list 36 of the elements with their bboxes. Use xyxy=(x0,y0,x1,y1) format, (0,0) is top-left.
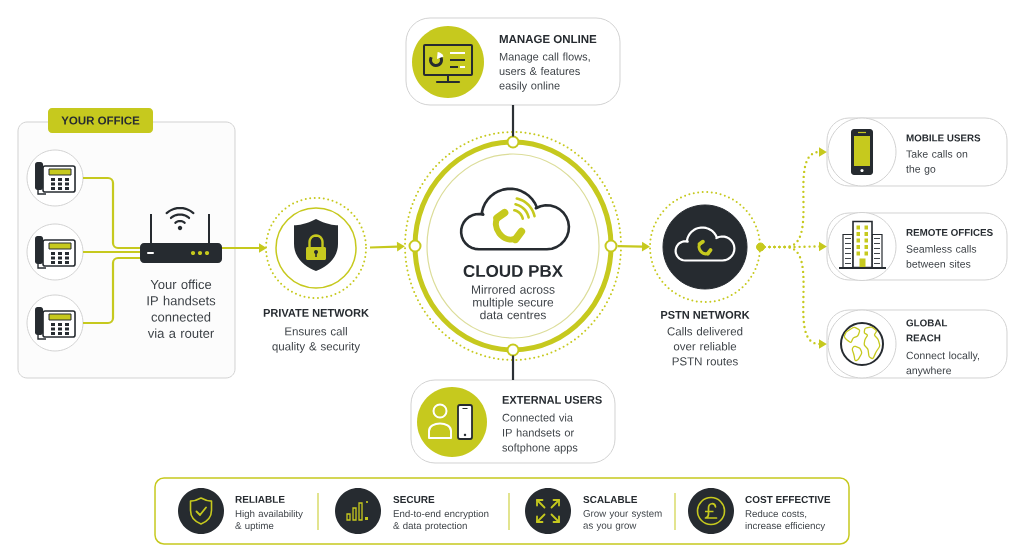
node-heading: PSTN NETWORK xyxy=(661,311,750,319)
node-heading: PRIVATE NETWORK xyxy=(263,309,369,317)
card-text: Connected via IP handsets or softphone apps xyxy=(502,413,578,454)
info-card xyxy=(826,212,1008,281)
card-text: Seamless calls between sites xyxy=(906,245,977,268)
card-text: Connect locally, anywhere xyxy=(906,351,979,377)
card-heading: REMOTE OFFICES xyxy=(906,229,993,236)
info-card xyxy=(826,117,1008,187)
card-heading: EXTERNAL USERS xyxy=(502,396,602,404)
info-card xyxy=(826,309,1008,379)
node-description: Ensures call quality & security xyxy=(272,327,361,353)
connector-line xyxy=(83,250,140,254)
card-text: Take calls on the go xyxy=(906,150,968,175)
connector-line xyxy=(83,176,140,250)
connector-line xyxy=(83,256,140,325)
connector-line xyxy=(511,105,515,137)
info-card xyxy=(410,379,616,464)
heading-tab: YOUR OFFICE xyxy=(48,108,153,133)
connector-line xyxy=(511,355,515,380)
benefit-heading: COST EFFECTIVE xyxy=(745,496,831,504)
card-heading: MOBILE USERS xyxy=(906,134,981,142)
node-label: Your office IP handsets connected via a router xyxy=(147,279,216,338)
node-description: Calls delivered over reliable PSTN routes xyxy=(667,327,743,366)
card-text: Manage call flows, users & features easily online xyxy=(499,52,590,92)
benefit-heading: SCALABLE xyxy=(583,496,638,504)
info-card xyxy=(405,17,621,106)
benefit-heading: RELIABLE xyxy=(235,496,285,503)
card-heading: GLOBAL REACH xyxy=(906,319,948,342)
node-description: Mirrored across multiple secure data centres xyxy=(472,285,555,320)
node-heading: CLOUD PBX xyxy=(463,265,563,278)
benefit-text: Grow your system as you grow xyxy=(583,510,662,531)
card-heading: MANAGE ONLINE xyxy=(499,35,597,44)
benefit-text: High availability & uptime xyxy=(235,510,303,532)
benefit-text: Reduce costs, increase efficiency xyxy=(745,510,826,532)
benefit-heading: SECURE xyxy=(393,496,435,504)
benefit-text: End-to-end encryption & data protection xyxy=(393,510,489,532)
